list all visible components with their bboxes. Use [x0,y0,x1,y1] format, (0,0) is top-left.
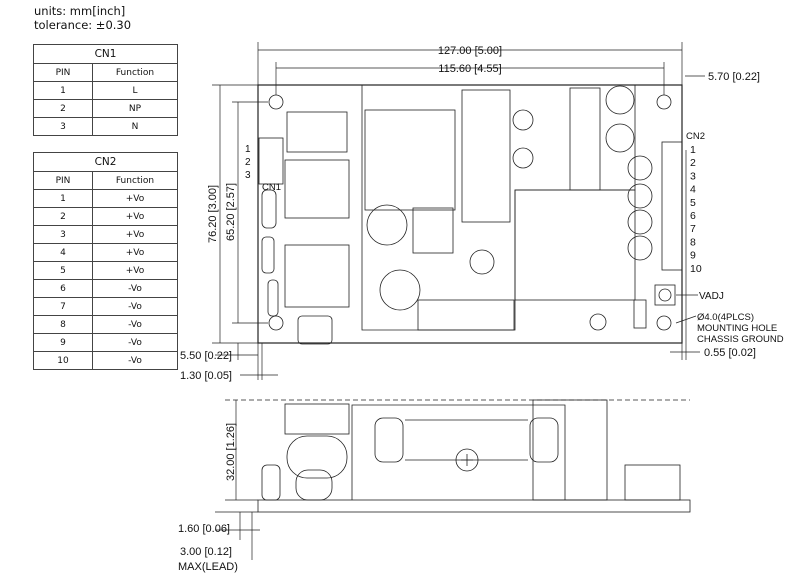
component [261,236,275,274]
dim-pcb: 1.60 [0.06] [178,523,230,535]
component [417,299,515,331]
heatsink-slot [529,417,559,463]
cn2-pin-label: 4 [690,184,696,196]
toroid [379,269,421,311]
table-row: 7-Vo [33,297,178,316]
table-row: 8-Vo [33,315,178,334]
capacitor [512,109,534,131]
heatsink-side [351,404,566,500]
capacitor [469,249,495,275]
cn2-pin-label: 5 [690,197,696,209]
component [267,279,279,317]
capacitor [605,85,635,115]
vadj-label: VADJ [699,291,724,302]
transformer-main [364,109,456,211]
component-side [261,464,281,501]
dim-hole-spacing-x: 115.60 [4.55] [438,63,501,75]
dim-right-offset: 5.70 [0.22] [708,71,760,83]
hole-note-line3: CHASSIS GROUND [697,334,784,345]
capacitor [366,204,408,246]
vadj-knob [658,288,672,302]
capacitor [605,123,635,153]
table-row: 2+Vo [33,207,178,226]
component-side [295,469,333,501]
cn2-connector [661,141,683,271]
cn2-pin-label: 9 [690,250,696,262]
component-side [284,403,350,435]
mounting-hole [656,94,672,110]
connector-side [624,464,681,501]
cn2-pin-label: 8 [690,236,696,248]
heatsink-slot [374,417,404,463]
component [569,87,601,191]
vadj-potentiometer [654,284,676,306]
cn2-pin-label: 1 [690,144,696,156]
mounting-hole [268,94,284,110]
side-view: 32.00 [1.26] 1.60 [0.06] 3.00 [0.12] MAX… [178,399,691,573]
component [412,207,454,254]
output-transformer [514,189,636,301]
mounting-hole [268,315,284,331]
function-cell: -Vo [92,351,178,370]
cn1-connector [258,137,284,185]
pcb-side [257,499,691,513]
capacitor [627,235,653,261]
component [286,111,348,153]
heatsink-outline [361,85,636,331]
toroid-side [286,435,348,479]
cn2-pin-label: 10 [690,263,702,275]
cn2-table-title: CN2 [33,152,178,172]
cn2-label: CN2 [686,131,705,142]
units-text: units: mm[inch] [34,4,126,18]
transformer-input [284,159,350,219]
units-note: units: mm[inch] tolerance: ±0.30 [34,4,131,32]
capacitor [627,209,653,235]
component [633,299,647,329]
dim-lead: 3.00 [0.12] [180,546,232,558]
dim-right-edge: 0.55 [0.02] [704,347,756,359]
cn1-pin-label: 1 [245,144,251,155]
dimension-lines [212,42,705,380]
hole-note-line1: Ø4.0(4PLCS) [697,312,754,323]
dim-overall-width: 127.00 [5.00] [438,45,502,57]
hole-note-line2: MOUNTING HOLE [697,323,777,334]
dim-bottom-offset: 5.50 [0.22] [180,350,232,362]
component [297,315,333,345]
dim-hole-spacing-y: 65.20 [2.57] [225,183,237,241]
capacitor [627,155,653,181]
capacitor [512,147,534,169]
dim-overall-height: 76.20 [3.00] [207,185,219,243]
capacitor-block [461,89,511,223]
mounting-hole [656,315,672,331]
dim-height: 32.00 [1.26] [225,423,237,481]
dim-lead-note: MAX(LEAD) [178,561,238,573]
side-dimension-lines [215,399,690,560]
cn1-pin-label: 3 [245,170,251,181]
function-cell: N [92,117,178,136]
fuse [261,189,277,229]
dim-left-offset: 1.30 [0.05] [180,370,232,382]
choke [284,244,350,308]
table-row: 9-Vo [33,333,178,352]
cn2-pin-label: 2 [690,157,696,169]
capacitor [627,183,653,209]
cn2-pin-label: 7 [690,223,696,235]
screw-icon [455,448,479,472]
cn2-pin-label: 3 [690,170,696,182]
tolerance-text: tolerance: ±0.30 [34,18,132,32]
table-row: 10-Vo [33,351,178,370]
top-view: 127.00 [5.00] 115.60 [4.55] 5.70 [0.22] … [180,42,784,382]
cn2-pin-label: 6 [690,210,696,222]
component [589,313,607,331]
cn1-label: CN1 [262,182,281,193]
cn1-pin-label: 2 [245,157,251,168]
component-side [532,399,608,501]
